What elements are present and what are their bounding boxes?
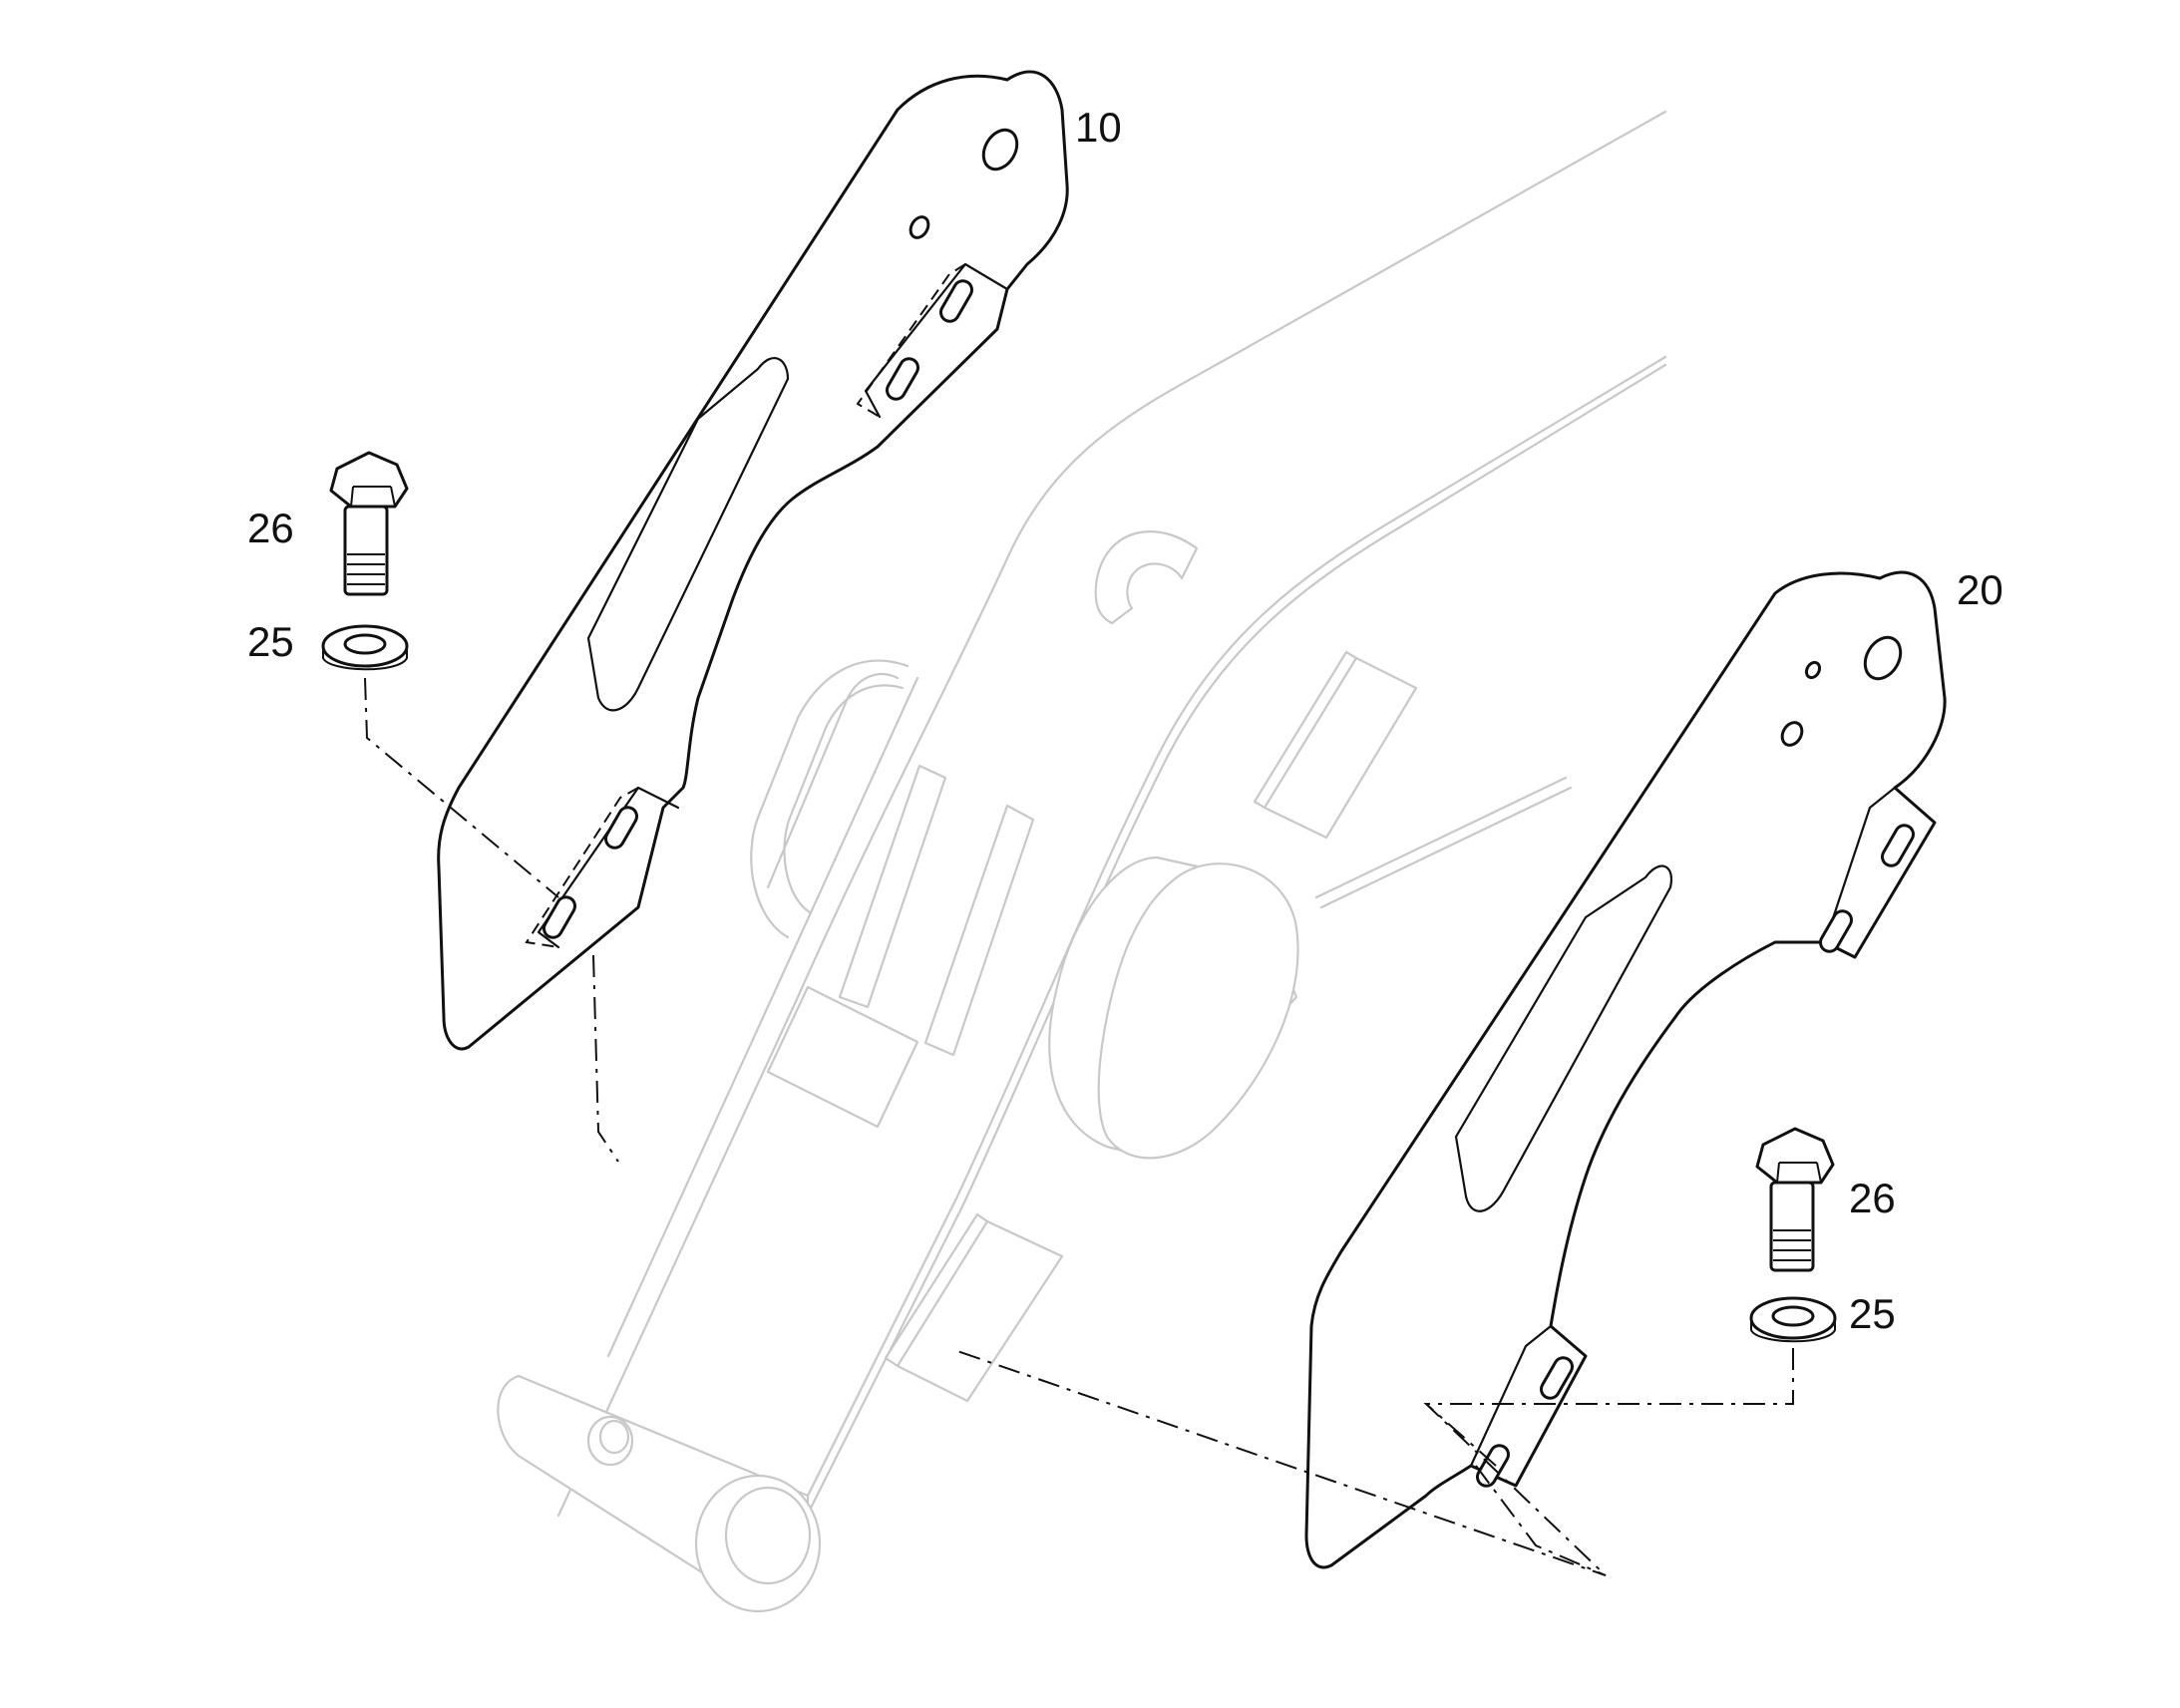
strip-plate-1 — [838, 764, 947, 1009]
part-10-left-plate — [437, 70, 1069, 1163]
bolt-right-shank — [1769, 1181, 1815, 1272]
callout-part-10: 10 — [1075, 104, 1122, 151]
washer-left-inner — [343, 633, 387, 655]
leader-right-slot — [1425, 1403, 1497, 1467]
plate-10-outline — [437, 70, 1069, 1051]
callouts: 10 20 26 25 26 25 — [247, 104, 2003, 1337]
plate-20-lower-slot-1 — [1540, 1356, 1574, 1400]
bottom-tube-bore — [724, 1486, 812, 1585]
plate-10-lower-slot-1 — [604, 806, 638, 850]
callout-washer-left: 25 — [247, 618, 294, 665]
bolt-right — [1755, 1127, 1835, 1272]
loop-bracket-inner — [783, 684, 905, 914]
arm-left-edge — [606, 676, 919, 1358]
rect-plate — [766, 985, 919, 1129]
bolt-left — [329, 451, 409, 596]
boom-inner-edge-2 — [782, 363, 1667, 1563]
plate-10-upper-tab — [864, 262, 1009, 419]
cylinder-face — [1097, 862, 1299, 1160]
plate-10-slot — [586, 357, 790, 712]
bolt-right-thread — [1773, 1229, 1811, 1261]
washer-left — [321, 624, 409, 671]
plate-10-hole-large — [981, 128, 1019, 171]
angled-block-upper — [1263, 656, 1418, 840]
bolt-left-shank — [343, 505, 389, 596]
loop-bracket-outer — [750, 659, 909, 939]
plate-20-lower-tab — [1469, 1324, 1553, 1468]
plate-20-outline — [1304, 570, 1947, 1569]
bottom-pin-boss-face — [598, 1419, 630, 1455]
plate-10-lower-tab — [537, 786, 680, 949]
plate-20-upper-slot-1 — [1881, 824, 1915, 867]
plate-20-slot — [1454, 864, 1673, 1212]
arm-left-bend — [766, 673, 900, 889]
plate-10-drop-leader — [592, 954, 619, 1163]
boom-inner-edge — [776, 355, 1667, 1557]
plate-20-upper-slot-2 — [1819, 909, 1853, 953]
leader-right-hardware — [1423, 1348, 1794, 1576]
plate-10-lower-tab-hidden — [525, 787, 639, 948]
c-clip — [1094, 530, 1199, 625]
plate-10-hole-small — [908, 215, 930, 239]
callout-bolt-right: 26 — [1849, 1175, 1896, 1221]
plate-20-upper-tab — [1823, 786, 1897, 944]
angled-block-lower — [896, 1219, 1064, 1403]
leader-right-to-arm — [956, 1350, 1607, 1576]
angled-block-upper-side — [1253, 650, 1358, 810]
plate-20-hole-small-2 — [1780, 721, 1804, 747]
callout-bolt-left: 26 — [247, 505, 294, 551]
strip-plate-2 — [923, 804, 1035, 1057]
angled-block-lower-side — [884, 1212, 989, 1368]
plate-20-hole-large — [1863, 635, 1903, 681]
washer-right — [1749, 1296, 1837, 1343]
part-20-right-plate — [1304, 570, 1947, 1569]
plate-20-hole-small-1 — [1804, 660, 1822, 680]
plate-10-upper-tab-hidden — [856, 263, 966, 418]
bolt-left-head — [329, 451, 409, 509]
callout-part-20: 20 — [1957, 566, 2003, 613]
bolt-right-head — [1755, 1127, 1835, 1185]
boom-outer-edge — [556, 110, 1667, 1518]
plate-10-upper-slot-2 — [886, 357, 919, 401]
plate-10-lower-slot-2 — [543, 895, 576, 939]
leader-left-hardware — [364, 677, 559, 898]
bolt-left-thread — [347, 553, 385, 585]
boom-lower-flange-2 — [1319, 786, 1573, 909]
hardware-right — [956, 1127, 1837, 1576]
washer-right-inner — [1771, 1305, 1815, 1327]
callout-washer-right: 25 — [1849, 1290, 1896, 1337]
plate-10-upper-slot-1 — [939, 279, 973, 323]
boom-lower-flange — [1314, 776, 1568, 899]
hardware-left — [321, 451, 559, 898]
ghost-boom-assembly — [497, 110, 1667, 1613]
